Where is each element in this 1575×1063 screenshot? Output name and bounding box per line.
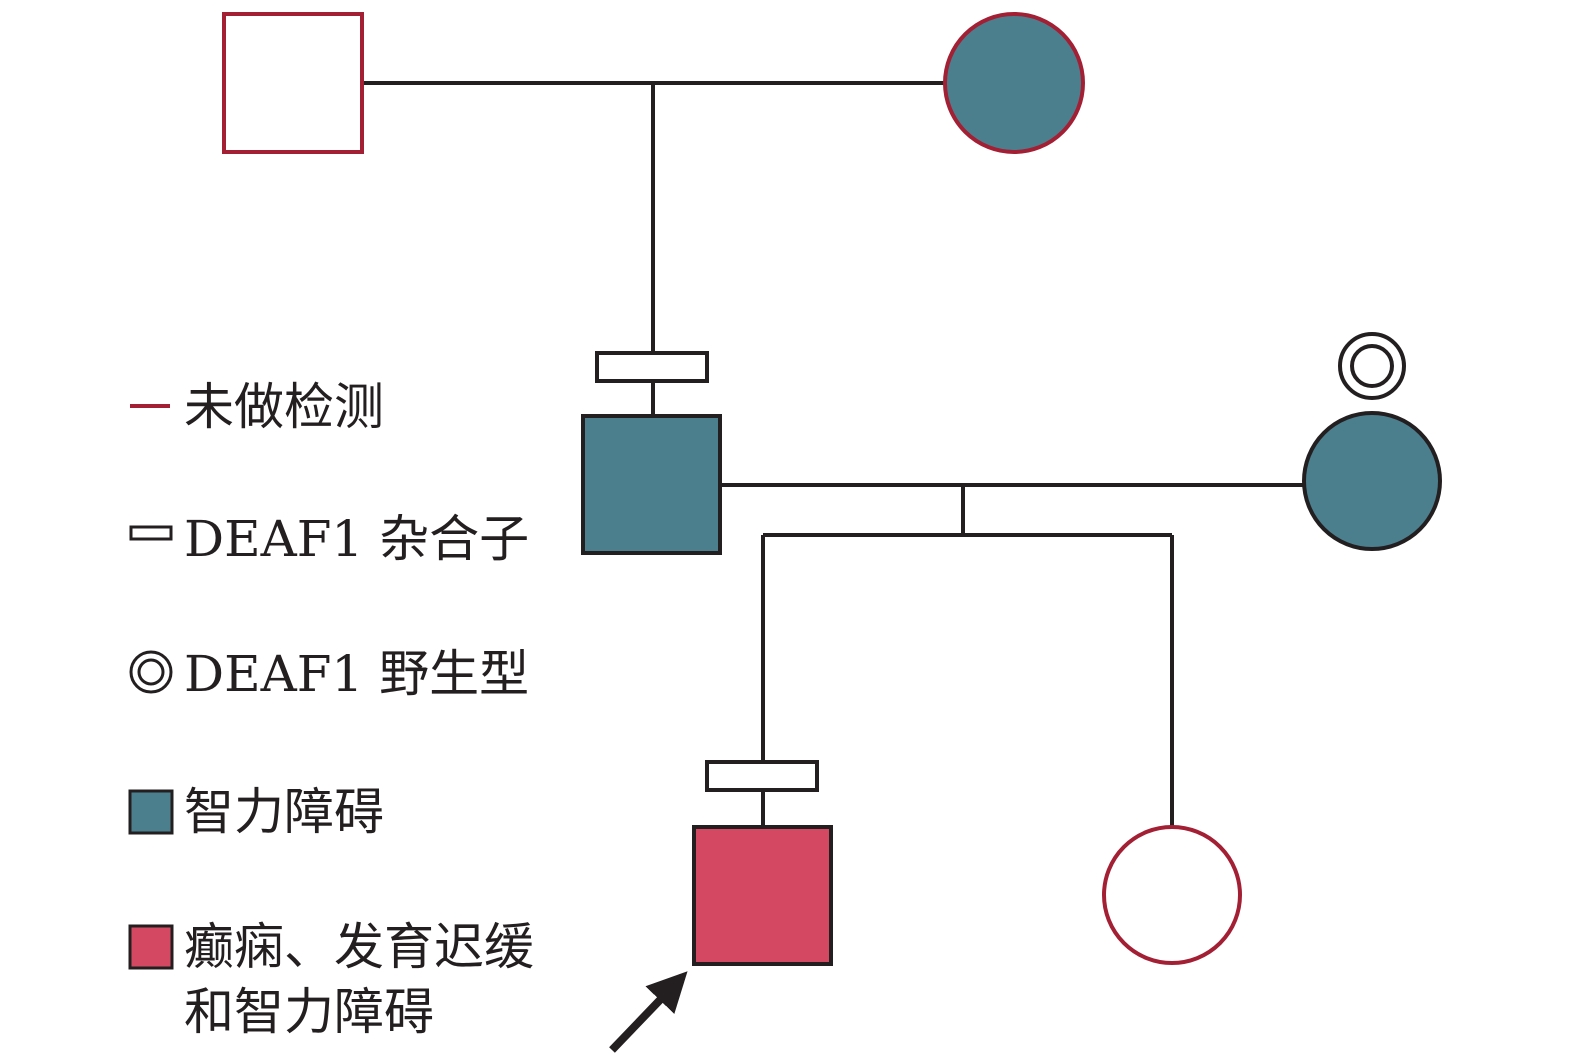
grandmother-symbol [943,12,1085,154]
legend-untested-label: 未做检测 [184,378,384,436]
grandfather-symbol [222,12,364,154]
proband-symbol [692,825,833,966]
legend-heterozygote-label: DEAF1 杂合子 [184,510,529,568]
legend-id-icon [128,789,174,835]
legend-wildtype-label: DEAF1 野生型 [184,645,529,703]
father-heterozygote-marker [595,351,709,383]
legend-id-label: 智力障碍 [184,783,384,841]
legend-wildtype-icon-inner [137,658,165,686]
proband-heterozygote-marker [705,760,819,792]
sister-symbol [1102,825,1242,965]
legend-epilepsy-label-line2: 和智力障碍 [184,983,434,1041]
father-symbol [581,414,722,555]
legend-epilepsy-icon [128,924,174,970]
mother-symbol [1302,411,1442,551]
legend-epilepsy-label-line1: 癫痫、发育迟缓 [184,918,534,976]
legend-heterozygote-icon [129,525,173,541]
proband-arrow [609,971,688,1053]
mother-wildtype-marker-inner [1350,344,1394,388]
